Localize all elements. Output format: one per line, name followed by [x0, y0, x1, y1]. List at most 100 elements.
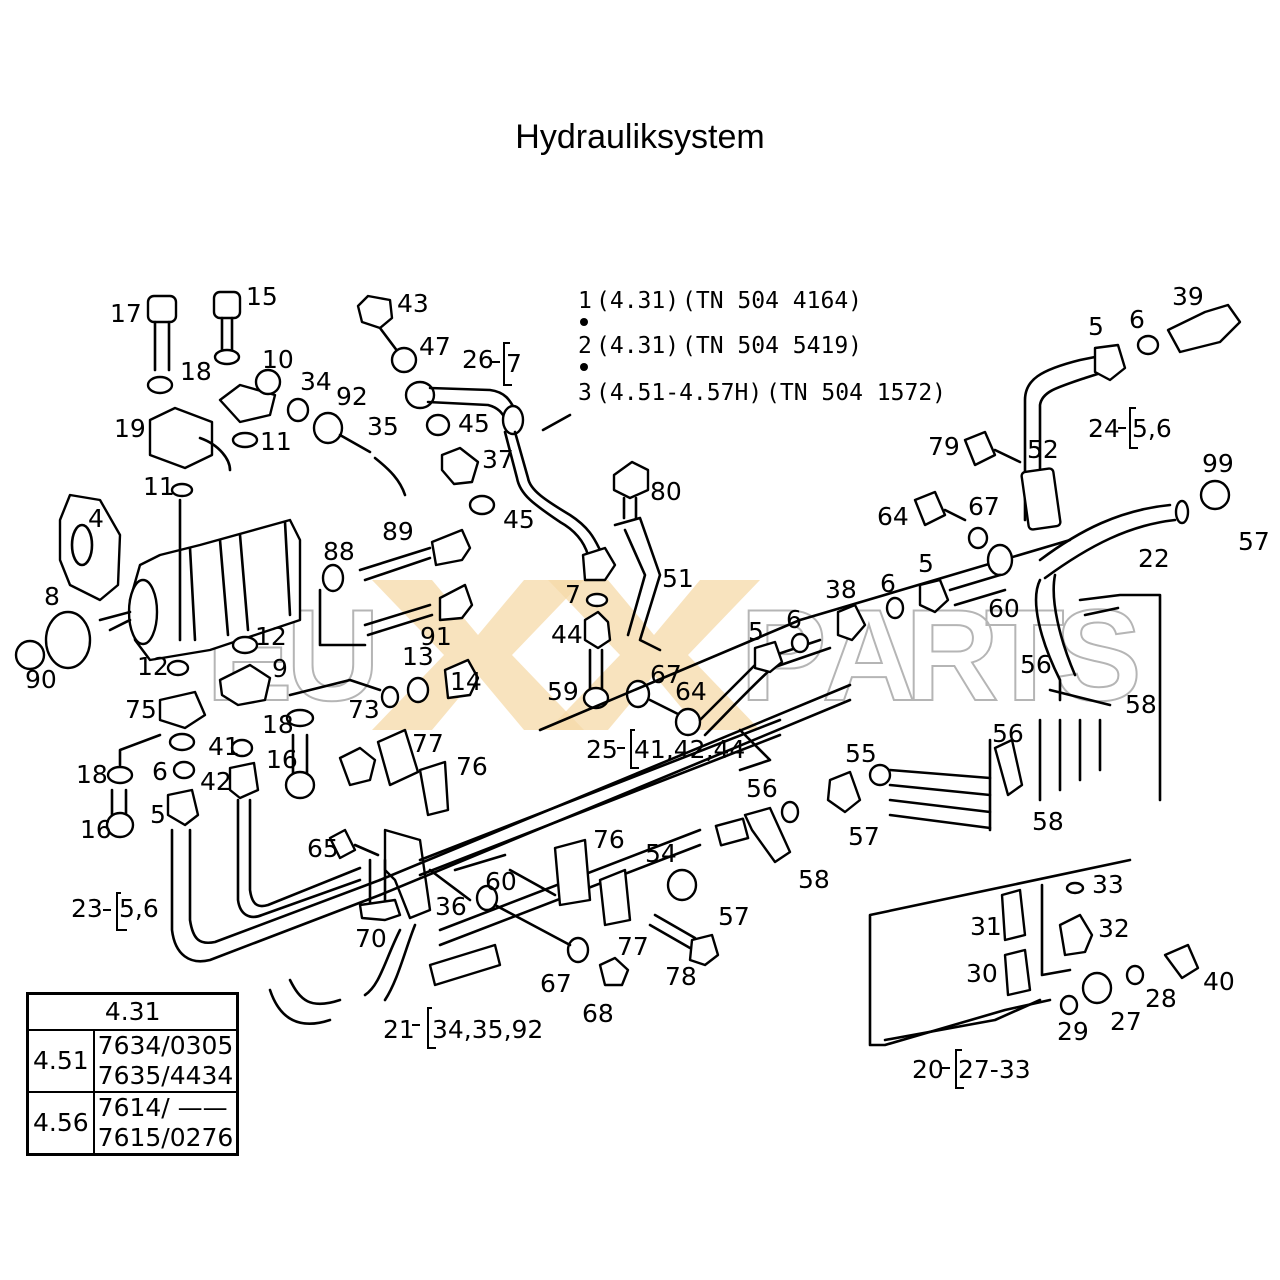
- callout-77: 77: [617, 932, 649, 961]
- callout-54: 54: [645, 839, 677, 868]
- variant-3-models: (4.51-4.57H): [596, 380, 762, 406]
- callout-88: 88: [323, 537, 355, 566]
- callout-5: 5: [150, 800, 166, 829]
- main-pipes: [378, 538, 1072, 947]
- table-cell-serials: 7614/ —— 7615/0276: [92, 1091, 239, 1156]
- callout-5: 5: [748, 617, 764, 646]
- callout-7: 7: [565, 580, 581, 609]
- callout-9: 9: [272, 654, 288, 683]
- callout-55: 55: [845, 739, 877, 768]
- callout-99: 99: [1202, 449, 1234, 478]
- variant-bullet: [580, 363, 588, 371]
- callout-18: 18: [262, 710, 294, 739]
- variant-2-item: 2: [578, 333, 592, 359]
- assembly-25-includes: 41,42,44: [634, 735, 745, 764]
- table-cell-model: 4.51: [26, 1029, 95, 1093]
- callout-34: 34: [300, 367, 332, 396]
- callout-47: 47: [419, 332, 451, 361]
- serial-range-end: 7615/0276: [97, 1123, 234, 1152]
- callout-27: 27: [1110, 1007, 1142, 1036]
- callout-70: 70: [355, 924, 387, 953]
- callout-11: 11: [260, 427, 292, 456]
- callout-12: 12: [255, 622, 287, 651]
- callout-68: 68: [582, 999, 614, 1028]
- callout-75: 75: [125, 695, 157, 724]
- callout-44: 44: [551, 620, 583, 649]
- table-row: 4.51 7634/0305 7635/4434: [26, 1029, 239, 1093]
- callout-43: 43: [397, 289, 429, 318]
- callout-labels: 17 15 18 10 34 92 35 19 11 11 43 47 26 4…: [25, 282, 1270, 1084]
- assembly-includes: 34,35,92 5,6 5,6 25 41,42,44 7 27-33: [103, 342, 1172, 1089]
- callout-57: 57: [848, 822, 880, 851]
- assembly-24-includes: 5,6: [1132, 414, 1172, 443]
- callout-67: 67: [650, 660, 682, 689]
- page-title: Hydrauliksystem: [515, 118, 765, 156]
- callout-29: 29: [1057, 1017, 1089, 1046]
- callout-6: 6: [786, 605, 802, 634]
- callout-35: 35: [367, 412, 399, 441]
- watermark-letter: P: [740, 582, 827, 728]
- variant-1-models: (4.31): [596, 288, 679, 314]
- pipe-26-assembly: [356, 294, 602, 557]
- callout-36: 36: [435, 892, 467, 921]
- callout-42: 42: [200, 767, 232, 796]
- callout-77: 77: [412, 729, 444, 758]
- callout-90: 90: [25, 665, 57, 694]
- callout-16: 16: [266, 745, 298, 774]
- callout-57: 57: [1238, 527, 1270, 556]
- callout-13: 13: [402, 642, 434, 671]
- callout-64: 64: [877, 502, 909, 531]
- callout-60: 60: [485, 867, 517, 896]
- callout-15: 15: [246, 282, 278, 311]
- hydraulic-pump: [14, 493, 302, 671]
- callout-41: 41: [208, 732, 240, 761]
- callout-58: 58: [798, 865, 830, 894]
- callout-17: 17: [110, 299, 142, 328]
- callout-6: 6: [152, 757, 168, 786]
- pipe-20-assembly: [868, 858, 1200, 1047]
- callout-56: 56: [992, 719, 1024, 748]
- callout-58: 58: [1125, 690, 1157, 719]
- callout-51: 51: [662, 564, 694, 593]
- callout-10: 10: [262, 345, 294, 374]
- callout-31: 31: [970, 912, 1002, 941]
- callout-6: 6: [1129, 305, 1145, 334]
- callout-28: 28: [1145, 984, 1177, 1013]
- callout-45: 45: [503, 505, 535, 534]
- mounting-parts-top-left: [146, 290, 407, 642]
- callout-22: 22: [1138, 544, 1170, 573]
- callout-92: 92: [336, 382, 368, 411]
- serial-range-start: 7614/ ——: [97, 1093, 228, 1122]
- callout-19: 19: [114, 414, 146, 443]
- callout-12: 12: [137, 652, 169, 681]
- serial-range-end: 7635/4434: [97, 1061, 234, 1090]
- clamp-assembly-center: [508, 838, 720, 967]
- callout-40: 40: [1203, 967, 1235, 996]
- watermark-letter: T: [985, 582, 1064, 728]
- callout-18: 18: [76, 760, 108, 789]
- central-fasteners: [288, 528, 480, 709]
- callout-67: 67: [540, 969, 572, 998]
- assembly-25-label: 25: [586, 735, 618, 764]
- connectors-right: [753, 430, 1062, 674]
- variant-3-item: 3: [578, 380, 592, 406]
- callout-32: 32: [1098, 914, 1130, 943]
- callout-58: 58: [1032, 807, 1064, 836]
- table-header-row: 4.31: [26, 992, 239, 1031]
- callout-4: 4: [88, 504, 104, 533]
- callout-20: 20: [912, 1055, 944, 1084]
- table-cell-model: 4.56: [26, 1091, 95, 1156]
- callout-11: 11: [143, 472, 175, 501]
- callout-89: 89: [382, 517, 414, 546]
- callout-52: 52: [1027, 435, 1059, 464]
- assembly-21-includes: 34,35,92: [432, 1015, 543, 1044]
- variant-1-part-number: (TN 504 4164): [682, 288, 862, 314]
- callout-80: 80: [650, 477, 682, 506]
- serial-range-start: 7634/0305: [97, 1031, 234, 1060]
- variant-1-item: 1: [578, 288, 592, 314]
- callout-14: 14: [450, 667, 482, 696]
- callout-59: 59: [547, 677, 579, 706]
- callout-78: 78: [665, 962, 697, 991]
- callout-56: 56: [746, 774, 778, 803]
